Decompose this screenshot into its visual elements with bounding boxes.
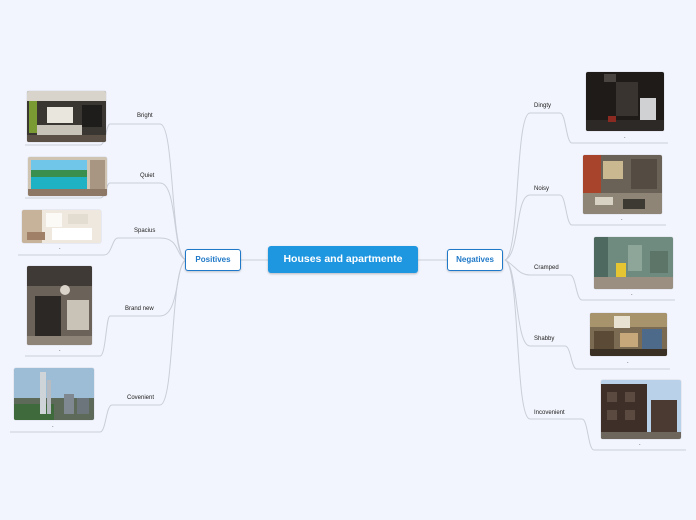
subtopic-quiet[interactable]: Quiet (140, 173, 154, 179)
caption-spacius: . (59, 245, 61, 251)
caption-cramped: . (631, 291, 633, 297)
caption-brand-new: . (59, 347, 61, 353)
subtopic-dingty[interactable]: Dingty (534, 103, 551, 109)
pool-sea-view-photo (28, 157, 107, 196)
modern-living-room-photo (27, 91, 106, 142)
topic-negatives[interactable]: Negatives (447, 249, 503, 271)
messy-room-photo (583, 155, 662, 214)
subtopic-shabby[interactable]: Shabby (534, 336, 554, 342)
central-topic[interactable]: Houses and apartmente (268, 246, 418, 273)
subtopic-covenient[interactable]: Covenient (127, 395, 154, 401)
caption-shabby: . (627, 359, 629, 365)
green-walled-room-photo (594, 237, 673, 289)
cluttered-room-photo (590, 313, 667, 356)
subtopic-noisy[interactable]: Noisy (534, 186, 549, 192)
caption-dingty: . (624, 134, 626, 140)
dark-empty-room-photo (586, 72, 664, 131)
caption-incovenient: . (639, 441, 641, 447)
subtopic-incovenient[interactable]: Incovenient (534, 410, 565, 416)
caption-covenient: . (52, 423, 54, 429)
subtopic-brand-new[interactable]: Brand new (125, 306, 154, 312)
skyscraper-city-photo (14, 368, 94, 420)
subtopic-bright[interactable]: Bright (137, 113, 153, 119)
subtopic-cramped[interactable]: Cramped (534, 265, 559, 271)
caption-noisy: . (621, 216, 623, 222)
designer-staircase-photo (27, 266, 92, 345)
bright-bedroom-photo (22, 210, 101, 243)
subtopic-spacius[interactable]: Spacius (134, 228, 155, 234)
topic-positives[interactable]: Positives (185, 249, 241, 271)
brick-building-photo (601, 380, 681, 439)
